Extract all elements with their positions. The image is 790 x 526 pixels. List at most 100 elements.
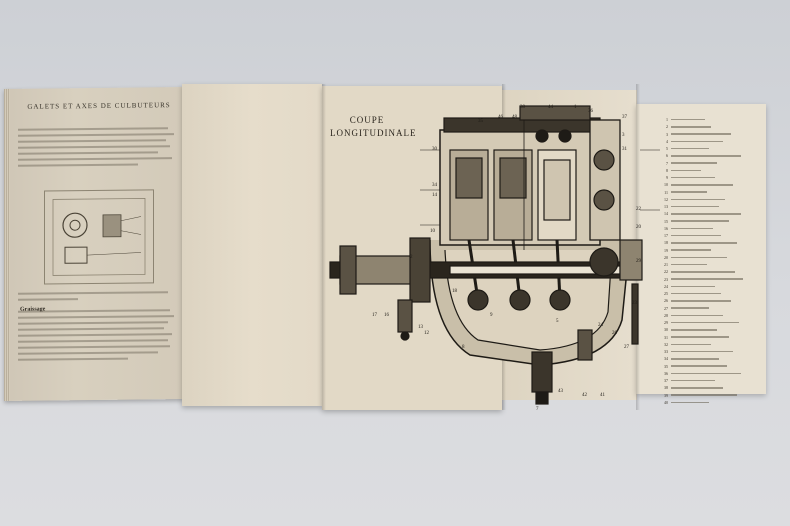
svg-text:35: 35 <box>478 119 484 124</box>
legend-text <box>671 242 737 244</box>
legend-number: 39 <box>664 392 668 398</box>
svg-text:1: 1 <box>574 105 577 110</box>
legend-text <box>671 213 741 215</box>
svg-text:42: 42 <box>582 393 588 398</box>
legend-text <box>671 365 727 367</box>
legend-row: 20 <box>660 254 760 261</box>
legend-text <box>671 343 711 346</box>
legend-row: 28 <box>660 312 760 319</box>
legend-number: 13 <box>664 204 668 210</box>
svg-text:16: 16 <box>384 313 390 318</box>
legend-text <box>671 321 739 324</box>
svg-text:22: 22 <box>636 207 642 212</box>
diagram-title: COUPE LONGITUDINALE <box>330 114 415 140</box>
legend-row: 21 <box>660 261 760 268</box>
svg-text:41: 41 <box>600 393 606 398</box>
legend-text <box>671 249 711 251</box>
svg-text:36: 36 <box>588 109 594 114</box>
legend-text <box>671 292 721 295</box>
svg-text:30: 30 <box>432 147 438 152</box>
legend-number: 3 <box>666 131 668 137</box>
legend-row: 22 <box>660 268 760 275</box>
legend-number: 25 <box>664 291 668 297</box>
legend-row: 19 <box>660 247 760 254</box>
legend-number: 30 <box>664 327 668 333</box>
legend-text <box>671 263 707 266</box>
legend-row: 31 <box>660 334 760 341</box>
legend-text <box>671 147 709 150</box>
svg-text:17: 17 <box>372 313 378 318</box>
legend-number: 33 <box>664 349 668 355</box>
legend-number: 26 <box>664 298 668 304</box>
legend-text <box>671 169 701 172</box>
legend-text <box>671 205 719 208</box>
legend-text <box>671 329 717 331</box>
svg-text:34: 34 <box>432 183 438 188</box>
svg-text:31: 31 <box>622 147 628 152</box>
legend-row: 11 <box>660 189 760 196</box>
legend-number: 40 <box>664 399 668 405</box>
legend-row: 4 <box>660 138 760 145</box>
legend-row: 5 <box>660 145 760 152</box>
legend-row: 29 <box>660 319 760 326</box>
legend-text <box>671 350 733 353</box>
legend-number: 28 <box>664 312 668 318</box>
legend-text <box>671 184 733 186</box>
legend-number: 7 <box>666 160 668 166</box>
legend-row: 15 <box>660 218 760 225</box>
svg-text:29: 29 <box>636 259 642 264</box>
legend-number: 22 <box>664 269 668 275</box>
svg-text:20: 20 <box>636 225 642 230</box>
legend-row: 26 <box>660 297 760 304</box>
legend-row: 24 <box>660 283 760 290</box>
legend-text <box>671 198 725 201</box>
legend-number: 11 <box>664 189 668 195</box>
legend-text <box>671 126 711 128</box>
svg-text:38: 38 <box>520 105 526 110</box>
legend-text <box>671 118 705 121</box>
svg-text:43: 43 <box>558 389 564 394</box>
legend-number: 8 <box>666 167 668 173</box>
legend-row: 6 <box>660 152 760 159</box>
legend-text <box>671 394 737 396</box>
book-left-page: GALETS ET AXES DE CULBUTEURS <box>4 87 184 401</box>
left-page-figure <box>44 189 154 285</box>
legend-row: 7 <box>660 160 760 167</box>
legend-row: 1 <box>660 116 760 123</box>
legend-row: 2 <box>660 123 760 130</box>
fold-crease <box>322 84 326 410</box>
legend-text <box>671 358 719 360</box>
legend-number: 38 <box>664 385 668 391</box>
legend-text <box>671 191 707 193</box>
legend-text <box>671 162 717 164</box>
legend-number: 15 <box>664 218 668 224</box>
legend-row: 37 <box>660 377 760 384</box>
legend-row: 40 <box>660 399 760 406</box>
legend-number: 16 <box>664 225 668 231</box>
legend-row: 23 <box>660 276 760 283</box>
svg-text:23: 23 <box>632 301 638 306</box>
legend-row: 35 <box>660 363 760 370</box>
legend-number: 2 <box>666 124 668 130</box>
svg-text:8: 8 <box>462 345 465 350</box>
legend-row: 32 <box>660 341 760 348</box>
legend-text <box>671 379 715 382</box>
legend-number: 1 <box>666 117 668 123</box>
svg-text:13: 13 <box>418 325 424 330</box>
legend-number: 27 <box>664 305 668 311</box>
legend-text <box>671 140 723 143</box>
legend-number: 21 <box>664 262 668 268</box>
legend-text <box>671 227 713 230</box>
legend-row: 16 <box>660 225 760 232</box>
legend-number: 35 <box>664 363 668 369</box>
svg-text:9: 9 <box>490 313 493 318</box>
svg-text:37: 37 <box>622 115 628 120</box>
legend-row: 18 <box>660 239 760 246</box>
legend-number: 6 <box>666 153 668 159</box>
legend-row: 25 <box>660 290 760 297</box>
svg-text:14: 14 <box>432 193 438 198</box>
svg-text:5: 5 <box>556 319 559 324</box>
